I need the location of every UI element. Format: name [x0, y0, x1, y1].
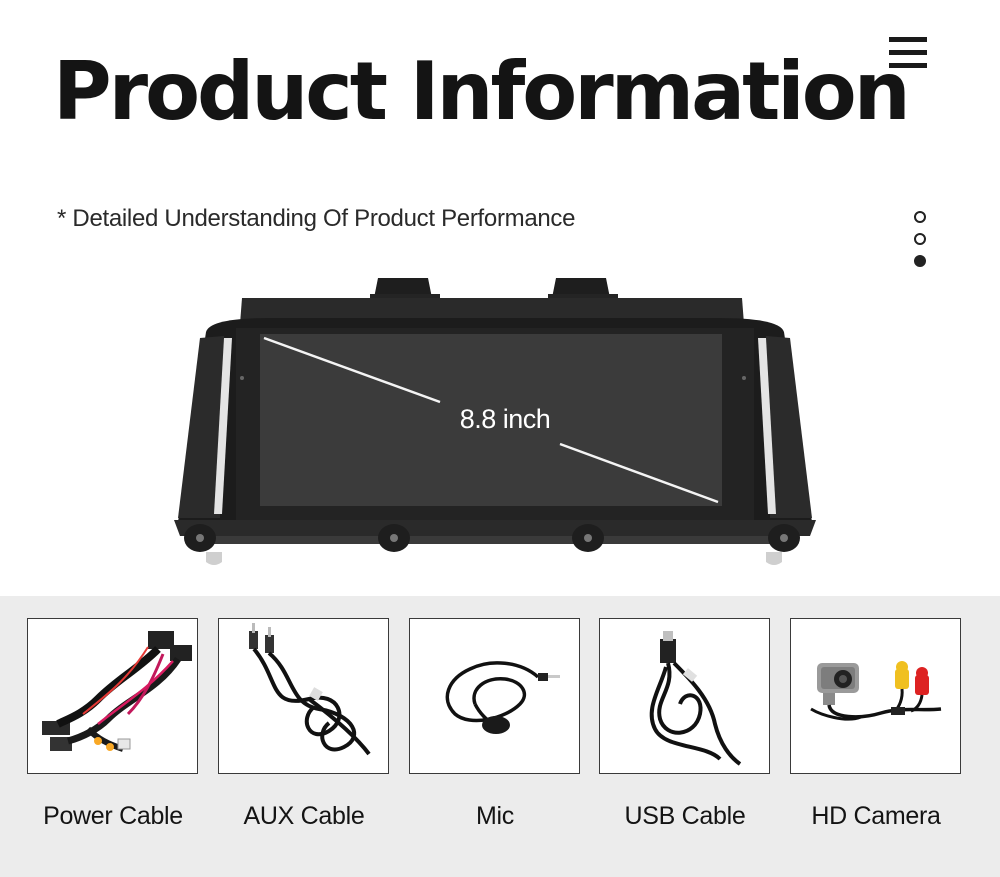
accessory-label-mic: Mic	[476, 802, 514, 830]
accessory-label-power-cable: Power Cable	[43, 802, 183, 830]
accessory-card-usb-cable[interactable]	[599, 618, 770, 774]
product-info-header-section: Product Information * Detailed Understan…	[53, 37, 927, 572]
head-unit-image	[170, 272, 820, 572]
page-title: Product Information	[53, 45, 911, 138]
pager-dot-1[interactable]	[914, 211, 926, 223]
accessory-card-power-cable[interactable]	[27, 618, 198, 774]
usb-cable-icon	[649, 631, 742, 766]
screen-size-label: 8.8 inch	[459, 404, 551, 434]
accessory-label-hd-camera: HD Camera	[811, 802, 941, 830]
menu-icon[interactable]	[889, 37, 927, 69]
page-subtitle: * Detailed Understanding Of Product Perf…	[57, 205, 576, 232]
aux-cable-icon	[249, 623, 371, 756]
pager-dot-3-active[interactable]	[914, 255, 926, 267]
accessory-card-aux-cable[interactable]	[218, 618, 389, 774]
camera-icon	[810, 661, 942, 721]
accessories-section: Power Cable AUX Cable Mic	[0, 596, 1000, 877]
mic-icon	[445, 661, 560, 734]
power-cable-icon	[42, 631, 192, 752]
pager-dot-2[interactable]	[914, 233, 926, 245]
accessory-label-usb-cable: USB Cable	[624, 802, 746, 830]
pager-dots	[913, 211, 927, 271]
accessory-card-hd-camera[interactable]	[790, 618, 961, 774]
accessory-label-aux-cable: AUX Cable	[243, 802, 365, 830]
accessory-card-mic[interactable]	[409, 618, 580, 774]
